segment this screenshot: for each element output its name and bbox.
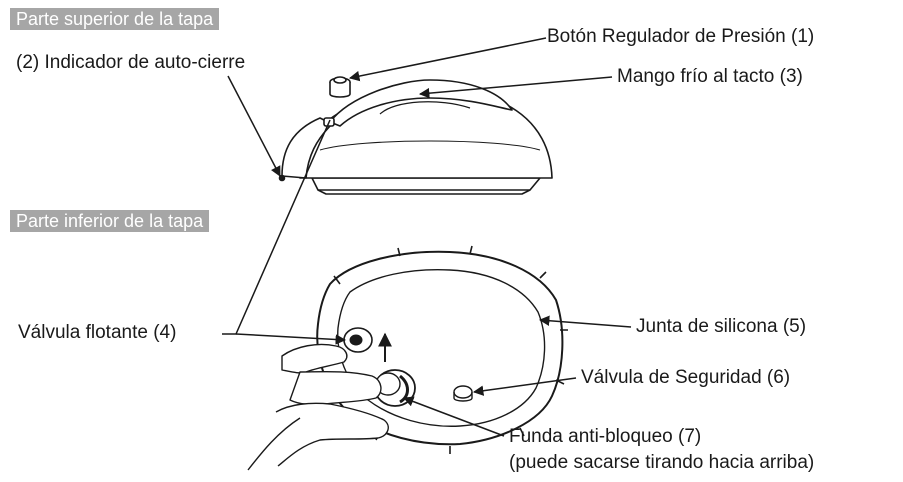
leader-lines [222,37,632,437]
cool-touch-handle [329,79,513,127]
hand-illustration [247,343,389,471]
lid-dome [299,89,553,179]
lid-rim [311,177,541,191]
label-silicone-gasket: Junta de silicona (5) [636,316,807,337]
label-float-valve: Válvula flotante (4) [18,322,177,343]
leader-antiblock-cover [403,396,505,437]
float-valve-part [343,327,373,353]
section-header-bottom: Parte inferior de la tapa [10,210,210,232]
leader-autolock-indicator [227,75,281,177]
leader-cool-handle [418,76,613,99]
lid-bottom-illustration [247,245,568,471]
label-antiblock-cover-note: (puede sacarse tirando hacia arriba) [509,452,815,473]
label-pressure-regulator-button: Botón Regulador de Presión (1) [547,26,815,47]
leader-safety-valve [472,377,577,396]
pressure-regulator-knob [329,76,351,98]
label-autolock-indicator: (2) Indicador de auto-cierre [16,52,246,73]
lid-top-illustration [278,76,553,195]
section-header-top: Parte superior de la tapa [10,8,220,30]
leader-float-valve-bottom [235,333,347,345]
leader-silicone-gasket [538,315,632,328]
label-safety-valve: Válvula de Seguridad (6) [581,367,791,388]
label-antiblock-cover: Funda anti-bloqueo (7) [509,426,702,447]
label-cool-touch-handle: Mango frío al tacto (3) [617,66,803,87]
leader-pressure-button [348,37,547,82]
safety-valve-part [453,385,473,402]
